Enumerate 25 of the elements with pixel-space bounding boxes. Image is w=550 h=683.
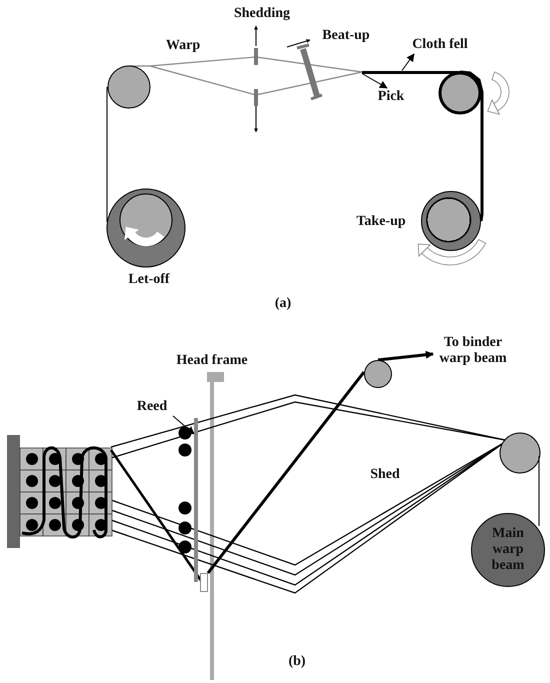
arrow	[402, 53, 414, 71]
heddle-eye	[200, 573, 208, 592]
arrow	[362, 73, 388, 88]
yarn-line	[206, 371, 366, 574]
take-up-roller	[421, 191, 481, 251]
yarn-line	[460, 70, 484, 222]
arrow	[378, 350, 434, 362]
label-text: (a)	[274, 296, 292, 312]
label-text: Take-up	[356, 214, 406, 230]
label-text: Shedding	[234, 6, 290, 22]
cloth-line	[362, 70, 460, 74]
warp-beam: Main warp beam	[471, 513, 545, 587]
label-text: Shed	[370, 466, 400, 484]
label-text: Let-off	[128, 272, 170, 288]
label-text: (b)	[288, 654, 306, 670]
label-text: Warp	[166, 38, 200, 54]
label-text: Reed	[131, 398, 173, 416]
binder-roller	[364, 360, 392, 388]
reed-bar	[194, 418, 198, 582]
label-text: Head frame	[176, 352, 248, 370]
label-text: To binder warp beam	[433, 334, 513, 368]
label-text: Pick	[374, 88, 408, 106]
label-text: Beat-up	[322, 28, 370, 44]
arrow	[172, 416, 195, 435]
label-text: Cloth fell	[405, 36, 475, 54]
